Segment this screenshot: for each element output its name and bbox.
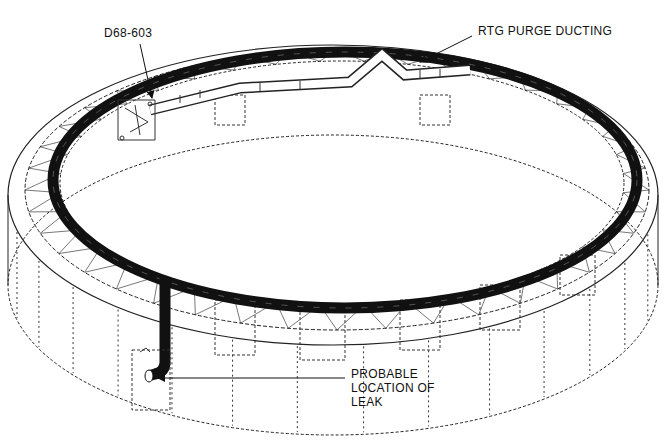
wall-stiffener	[489, 328, 490, 414]
wall-stiffener	[589, 289, 590, 375]
leader-line	[158, 378, 345, 379]
wall-stiffener	[232, 340, 233, 426]
part-label: D68-603	[104, 26, 152, 40]
wall-stiffener	[73, 287, 74, 373]
duct-highlight	[53, 52, 637, 308]
wall-stiffener	[16, 232, 17, 318]
bracket-fitting	[118, 100, 155, 140]
ring-wall-right	[658, 195, 659, 285]
duct-open-end	[145, 370, 153, 382]
rtg-purge-duct	[150, 55, 470, 110]
access-panel	[420, 95, 450, 125]
wall-stiffener	[118, 310, 119, 396]
leader-line	[420, 36, 472, 62]
wall-stiffener	[38, 261, 39, 347]
wall-stiffener	[171, 327, 172, 413]
ring-flange-edge	[25, 50, 649, 330]
wall-stiffener	[297, 346, 298, 432]
wall-stiffener	[624, 263, 625, 349]
leak-bracket	[132, 348, 170, 410]
purge-duct-ring	[53, 52, 637, 308]
part-label: PROBABLE LOCATION OF LEAK	[351, 367, 469, 409]
leader-line	[140, 44, 152, 98]
access-panel	[215, 95, 245, 125]
ring-wall-left	[8, 195, 9, 285]
ring-top-outer-edge	[8, 45, 658, 345]
access-panel	[215, 300, 255, 355]
ring-bottom-edge	[8, 135, 658, 435]
wall-stiffener	[544, 311, 545, 397]
part-label: RTG PURGE DUCTING	[478, 24, 612, 38]
vertical-duct	[148, 278, 165, 376]
